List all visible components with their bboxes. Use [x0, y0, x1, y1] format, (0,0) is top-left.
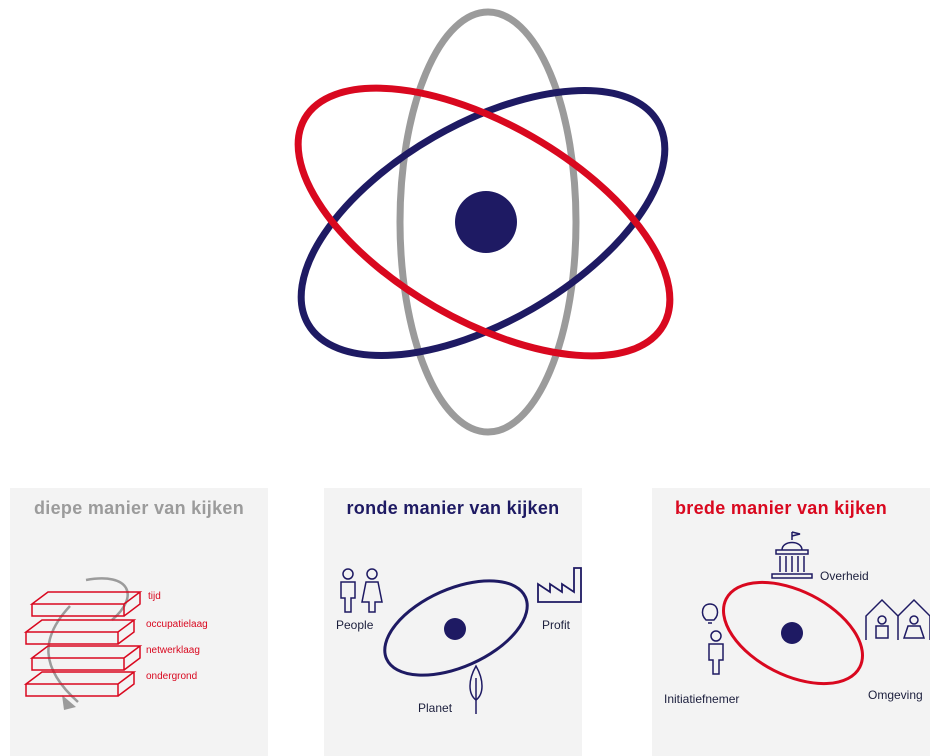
- layers-illustration: [23, 577, 143, 710]
- layer-ondergrond: [23, 671, 137, 697]
- layer-stack: [23, 591, 143, 697]
- neighbourhood-icon: [865, 598, 930, 640]
- panel-title: ronde manier van kijken: [346, 498, 560, 518]
- layer-label-tijd: tijd: [148, 591, 161, 602]
- layer-label-ondergrond: ondergrond: [146, 671, 198, 682]
- panel-diepe: diepe manier van kijken tijd occupatiela…: [10, 488, 268, 756]
- label-profit: Profit: [542, 618, 571, 632]
- orbit-ellipse: [383, 579, 529, 677]
- layer-netwerk: [29, 645, 143, 671]
- brede-illustration: [701, 531, 930, 686]
- center-dot: [781, 622, 803, 644]
- navy-orbit: [297, 87, 669, 359]
- layer-label-occupatielaag: occupatielaag: [146, 619, 208, 630]
- rotation-arrow: [85, 577, 129, 621]
- red-orbit: [294, 84, 674, 360]
- panel-title: diepe manier van kijken: [34, 498, 244, 518]
- arrow-head: [62, 695, 76, 710]
- nucleus: [455, 191, 517, 253]
- panel-brede: brede manier van kijken Overheid Initiat…: [652, 488, 930, 756]
- label-people: People: [336, 618, 374, 632]
- initiator-icon: [701, 603, 724, 675]
- center-dot: [444, 618, 466, 640]
- grey-orbit: [396, 8, 580, 436]
- label-overheid: Overheid: [820, 569, 869, 583]
- layer-tijd: [29, 591, 143, 617]
- layer-occupatie: [23, 619, 137, 645]
- government-building-icon: [771, 531, 813, 579]
- orbit-ellipse: [722, 580, 864, 686]
- panel-title: brede manier van kijken: [675, 498, 887, 518]
- tree-icon: [469, 664, 483, 714]
- panel-ronde: ronde manier van kijken People Profit Pl…: [324, 488, 582, 756]
- label-planet: Planet: [418, 701, 453, 715]
- atom-emblem: [294, 8, 674, 436]
- label-initiatiefnemer: Initiatiefnemer: [664, 692, 740, 706]
- factory-icon: [537, 567, 582, 603]
- ronde-illustration: [340, 567, 582, 714]
- people-icon: [340, 568, 383, 613]
- label-omgeving: Omgeving: [868, 688, 923, 702]
- layer-label-netwerklaag: netwerklaag: [146, 645, 200, 656]
